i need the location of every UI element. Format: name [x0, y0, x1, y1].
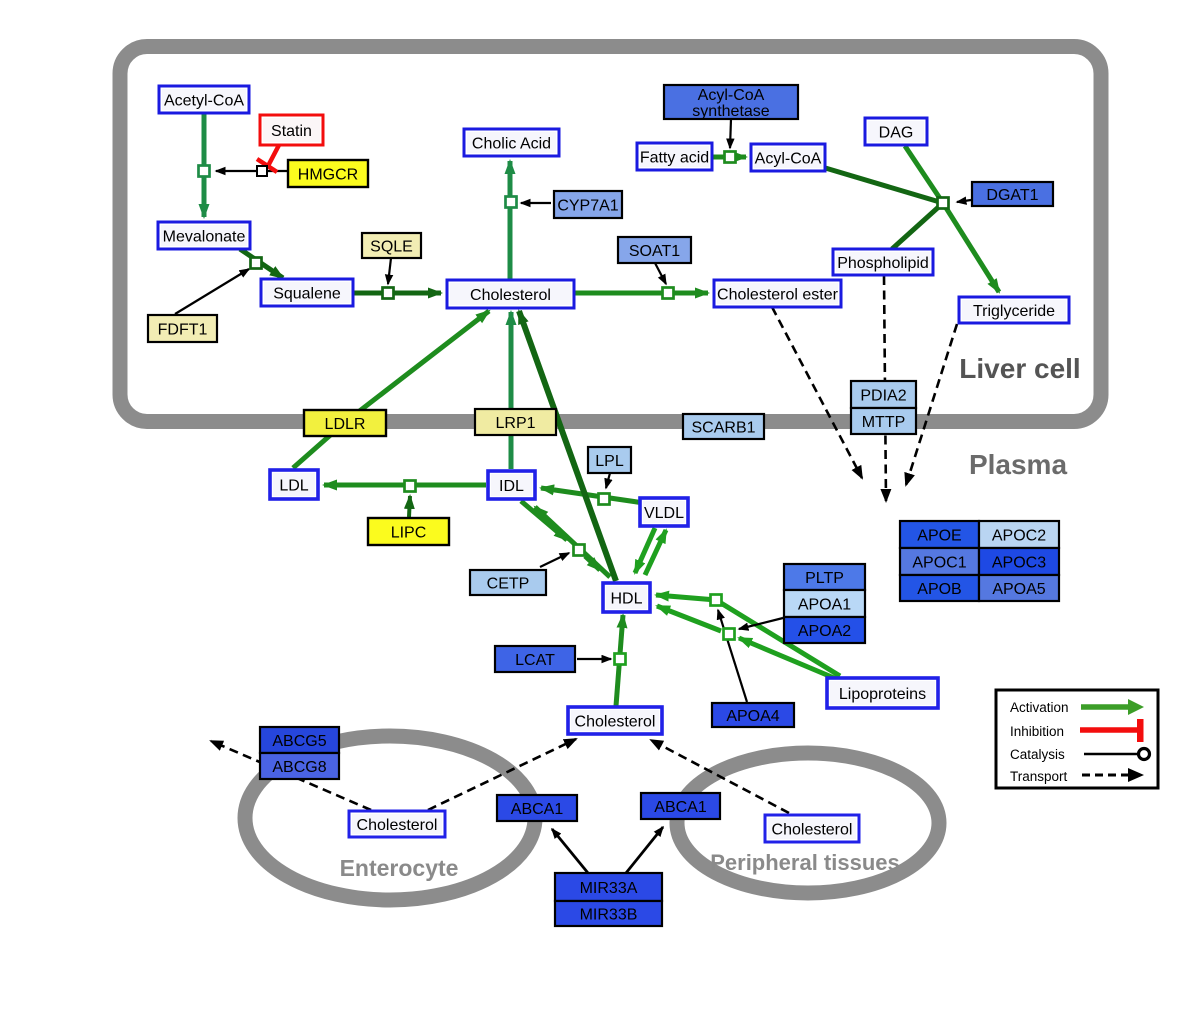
svg-text:LPL: LPL	[595, 453, 624, 470]
svg-text:APOA2: APOA2	[798, 623, 851, 640]
svg-text:ABCA1: ABCA1	[654, 799, 707, 816]
svg-text:MIR33B: MIR33B	[580, 906, 638, 923]
svg-text:CETP: CETP	[487, 575, 530, 592]
svg-text:PLTP: PLTP	[805, 570, 844, 587]
svg-text:SOAT1: SOAT1	[629, 243, 680, 260]
svg-text:SCARB1: SCARB1	[691, 419, 755, 436]
svg-text:Catalysis: Catalysis	[1010, 747, 1065, 762]
svg-text:Acetyl-CoA: Acetyl-CoA	[164, 92, 244, 109]
svg-text:PDIA2: PDIA2	[860, 387, 906, 404]
svg-text:HDL: HDL	[610, 590, 642, 607]
svg-text:Cholesterol: Cholesterol	[470, 287, 551, 304]
svg-text:LRP1: LRP1	[495, 415, 535, 432]
svg-text:Acyl-CoA: Acyl-CoA	[698, 87, 765, 104]
svg-text:APOA4: APOA4	[726, 708, 779, 725]
svg-text:ABCG8: ABCG8	[272, 759, 326, 776]
svg-text:IDL: IDL	[499, 478, 524, 495]
svg-text:APOC3: APOC3	[992, 554, 1046, 571]
svg-text:LDL: LDL	[279, 477, 308, 494]
svg-text:Inhibition: Inhibition	[1010, 724, 1064, 739]
svg-text:FDFT1: FDFT1	[158, 321, 208, 338]
svg-text:Activation: Activation	[1010, 700, 1069, 715]
svg-text:Plasma: Plasma	[969, 449, 1067, 480]
svg-text:Statin: Statin	[271, 123, 312, 140]
svg-text:Cholesterol: Cholesterol	[357, 817, 438, 834]
svg-text:Enterocyte: Enterocyte	[340, 855, 459, 881]
svg-text:Phospholipid: Phospholipid	[837, 255, 929, 272]
svg-text:synthetase: synthetase	[692, 103, 769, 120]
svg-text:LDLR: LDLR	[325, 416, 366, 433]
svg-text:HMGCR: HMGCR	[298, 166, 358, 183]
svg-text:MIR33A: MIR33A	[580, 880, 638, 897]
svg-text:VLDL: VLDL	[644, 505, 684, 522]
svg-text:DAG: DAG	[879, 124, 914, 141]
svg-text:DGAT1: DGAT1	[986, 187, 1038, 204]
svg-text:Cholesterol: Cholesterol	[772, 821, 853, 838]
svg-text:APOE: APOE	[917, 527, 961, 544]
svg-text:Liver cell: Liver cell	[959, 353, 1080, 384]
svg-text:APOA1: APOA1	[798, 596, 851, 613]
svg-text:ABCA1: ABCA1	[511, 801, 564, 818]
svg-text:CYP7A1: CYP7A1	[557, 197, 618, 214]
svg-text:ABCG5: ABCG5	[272, 733, 326, 750]
svg-text:LCAT: LCAT	[515, 652, 555, 669]
svg-text:Cholesterol ester: Cholesterol ester	[717, 286, 839, 303]
svg-text:APOA5: APOA5	[992, 581, 1045, 598]
svg-text:APOC1: APOC1	[912, 554, 966, 571]
svg-text:Cholic Acid: Cholic Acid	[472, 135, 551, 152]
svg-text:Mevalonate: Mevalonate	[163, 228, 246, 245]
svg-text:Squalene: Squalene	[273, 285, 341, 302]
svg-text:Cholesterol: Cholesterol	[575, 713, 656, 730]
svg-text:LIPC: LIPC	[391, 524, 427, 541]
svg-text:APOB: APOB	[917, 581, 961, 598]
svg-text:Triglyceride: Triglyceride	[973, 303, 1055, 320]
svg-text:MTTP: MTTP	[862, 414, 906, 431]
svg-text:Transport: Transport	[1010, 769, 1068, 784]
svg-text:Peripheral tissues: Peripheral tissues	[710, 850, 900, 875]
svg-text:Acyl-CoA: Acyl-CoA	[755, 150, 822, 167]
svg-text:SQLE: SQLE	[370, 238, 413, 255]
svg-text:APOC2: APOC2	[992, 527, 1046, 544]
svg-text:Lipoproteins: Lipoproteins	[839, 686, 926, 703]
svg-text:Fatty acid: Fatty acid	[640, 149, 709, 166]
